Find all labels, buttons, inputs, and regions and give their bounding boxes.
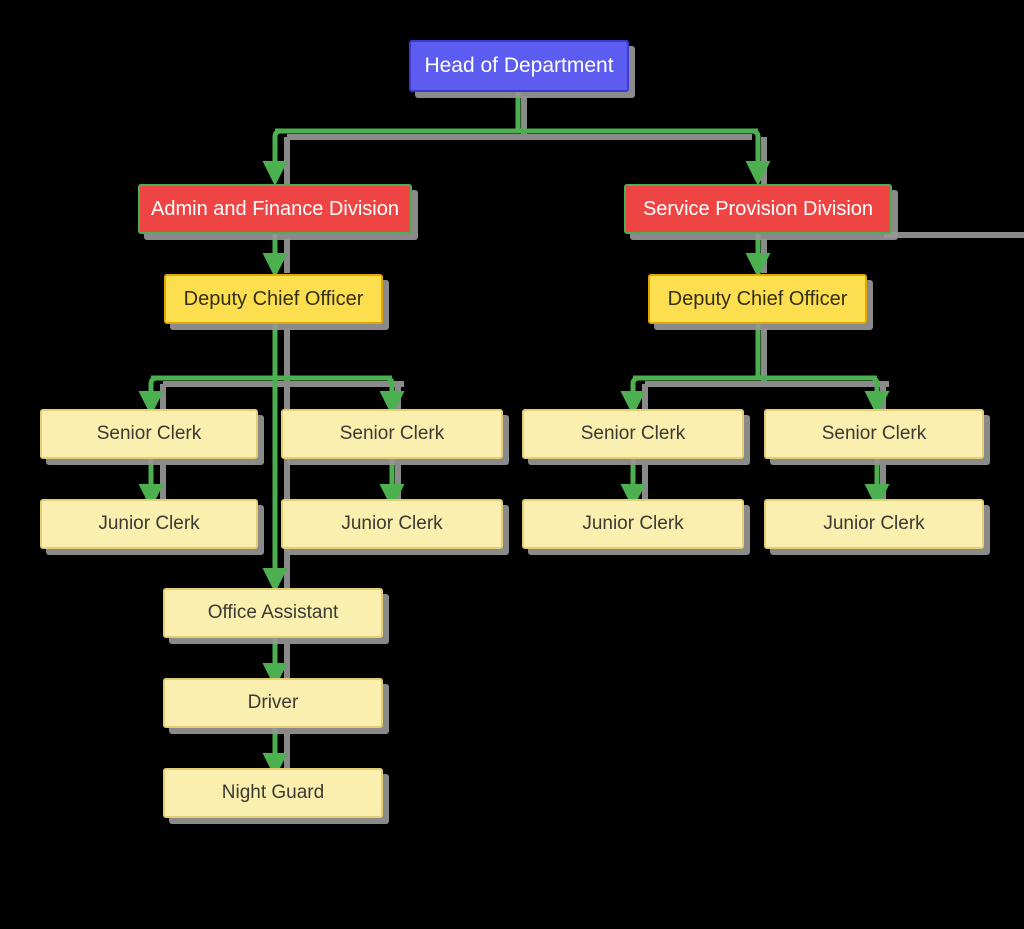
node-label: Admin and Finance Division xyxy=(151,197,399,220)
node-label: Service Provision Division xyxy=(642,197,874,220)
node-label: Office Assistant xyxy=(207,602,339,624)
node-label: Senior Clerk xyxy=(96,423,202,445)
node-admin-senior-clerk-1[interactable]: Senior Clerk xyxy=(40,409,258,459)
shadow-artifact-line xyxy=(884,232,1024,238)
node-service-senior-clerk-1[interactable]: Senior Clerk xyxy=(522,409,744,459)
node-admin-deputy-chief-officer[interactable]: Deputy Chief Officer xyxy=(164,274,383,324)
node-label: Junior Clerk xyxy=(823,513,925,535)
node-label: Junior Clerk xyxy=(341,513,443,535)
node-service-junior-clerk-2[interactable]: Junior Clerk xyxy=(764,499,984,549)
node-label: Junior Clerk xyxy=(98,513,200,535)
node-head-of-department[interactable]: Head of Department xyxy=(409,40,629,92)
node-label: Deputy Chief Officer xyxy=(183,287,364,310)
node-label: Senior Clerk xyxy=(580,423,686,445)
node-label: Senior Clerk xyxy=(339,423,445,445)
node-service-deputy-chief-officer[interactable]: Deputy Chief Officer xyxy=(648,274,867,324)
node-admin-senior-clerk-2[interactable]: Senior Clerk xyxy=(281,409,503,459)
node-label: Deputy Chief Officer xyxy=(667,287,848,310)
node-driver[interactable]: Driver xyxy=(163,678,383,728)
node-night-guard[interactable]: Night Guard xyxy=(163,768,383,818)
node-admin-and-finance-division[interactable]: Admin and Finance Division xyxy=(138,184,412,234)
node-service-provision-division[interactable]: Service Provision Division xyxy=(624,184,892,234)
node-label: Head of Department xyxy=(424,53,614,77)
node-admin-junior-clerk-2[interactable]: Junior Clerk xyxy=(281,499,503,549)
node-label: Junior Clerk xyxy=(582,513,684,535)
node-label: Night Guard xyxy=(221,782,325,804)
node-label: Senior Clerk xyxy=(821,423,927,445)
node-service-senior-clerk-2[interactable]: Senior Clerk xyxy=(764,409,984,459)
node-label: Driver xyxy=(247,692,299,714)
node-service-junior-clerk-1[interactable]: Junior Clerk xyxy=(522,499,744,549)
node-office-assistant[interactable]: Office Assistant xyxy=(163,588,383,638)
node-admin-junior-clerk-1[interactable]: Junior Clerk xyxy=(40,499,258,549)
